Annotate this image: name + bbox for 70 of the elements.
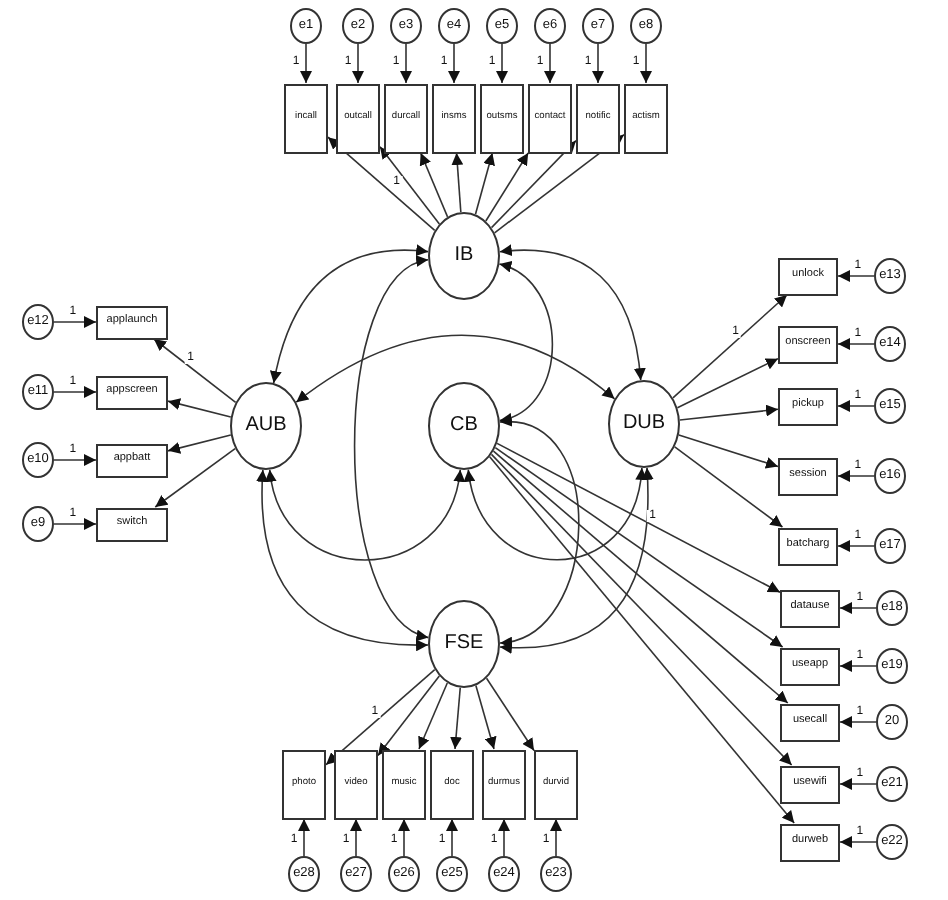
covariance-arrow xyxy=(499,416,580,647)
covariance-arrow xyxy=(464,467,646,561)
arrow xyxy=(485,677,535,752)
covariance-arrow xyxy=(499,244,646,381)
latent-ellipse: DUB xyxy=(608,380,680,468)
arrow xyxy=(839,716,877,728)
covariance-arrow xyxy=(266,468,464,561)
arrow xyxy=(350,818,362,857)
arrow xyxy=(550,818,562,857)
arrow xyxy=(451,152,464,213)
arrow xyxy=(839,602,877,614)
arrow xyxy=(496,442,781,593)
arrow xyxy=(446,818,458,857)
arrow xyxy=(679,404,779,421)
latent-ellipse: IB xyxy=(428,212,500,300)
arrow xyxy=(298,818,310,857)
arrow xyxy=(485,152,529,222)
arrow xyxy=(490,139,577,229)
arrow xyxy=(475,684,497,750)
arrow xyxy=(352,43,364,84)
arrow xyxy=(498,818,510,857)
arrow xyxy=(300,43,312,84)
arrow xyxy=(167,434,232,454)
arrow xyxy=(592,43,604,84)
latent-ellipse: AUB xyxy=(230,382,302,470)
arrow xyxy=(640,43,652,84)
arrow xyxy=(544,43,556,84)
arrow xyxy=(837,338,875,350)
covariance-arrow xyxy=(499,467,654,654)
arrow xyxy=(839,778,877,790)
covariance-arrow xyxy=(256,469,429,651)
arrow xyxy=(673,446,784,528)
arrow xyxy=(167,398,232,418)
arrow xyxy=(379,145,441,225)
arrow xyxy=(398,818,410,857)
arrow xyxy=(53,454,97,466)
arrow xyxy=(418,682,449,750)
arrow xyxy=(400,43,412,84)
arrow xyxy=(672,294,788,399)
arrow xyxy=(839,836,877,848)
arrow xyxy=(488,456,795,824)
arrow xyxy=(678,434,779,469)
covariance-arrow xyxy=(498,262,554,423)
arrow xyxy=(153,338,237,404)
covariance-arrow xyxy=(270,244,429,384)
arrow xyxy=(53,316,97,328)
latent-ellipse: CB xyxy=(428,382,500,470)
arrow xyxy=(377,675,441,757)
arrow xyxy=(450,686,462,750)
arrow xyxy=(494,446,784,648)
arrow xyxy=(448,43,460,84)
arrow xyxy=(53,386,97,398)
arrow xyxy=(154,447,236,508)
arrow xyxy=(419,152,449,218)
arrow xyxy=(837,400,875,412)
arrow xyxy=(327,136,436,232)
arrow xyxy=(496,43,508,84)
arrow xyxy=(325,668,436,766)
arrow xyxy=(53,518,97,530)
covariance-arrow xyxy=(295,334,616,403)
covariance-arrow xyxy=(353,258,430,639)
arrow xyxy=(839,660,877,672)
arrow xyxy=(676,357,779,409)
arrow xyxy=(837,540,875,552)
arrow xyxy=(492,450,789,704)
arrow xyxy=(490,453,793,766)
arrow xyxy=(837,270,875,282)
arrow xyxy=(837,470,875,482)
latent-ellipse: FSE xyxy=(428,600,500,688)
arrow xyxy=(474,152,495,216)
